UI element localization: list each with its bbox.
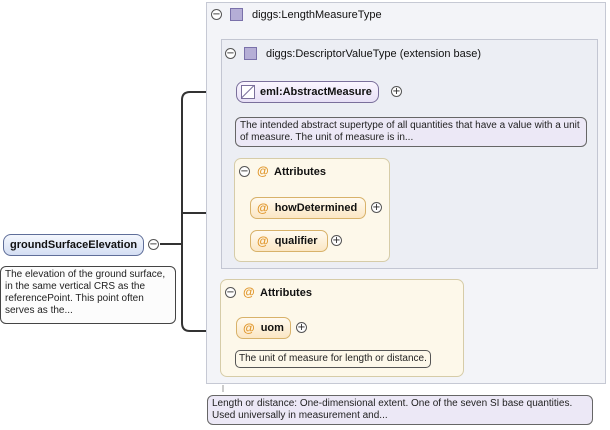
expand-icon[interactable]: + [371, 202, 382, 213]
root-type-label: diggs:LengthMeasureType [252, 9, 382, 21]
abstract-element-icon [241, 85, 255, 99]
complex-type-icon [244, 47, 257, 60]
ground-surface-elevation-element[interactable]: groundSurfaceElevation [3, 234, 145, 256]
attribute-label: uom [260, 322, 284, 334]
collapse-toggle-icon[interactable]: − [225, 287, 236, 298]
collapse-toggle-icon[interactable]: − [225, 48, 236, 59]
abstract-element-label: eml:AbstractMeasure [260, 86, 372, 98]
attribute-icon: @ [243, 321, 255, 335]
attribute-label: howDetermined [274, 202, 358, 214]
inner-attributes-title: Attributes [274, 166, 326, 178]
element-annotation: The elevation of the ground surface, in … [0, 266, 176, 324]
attribute-icon: @ [257, 201, 269, 215]
complex-type-icon [230, 8, 243, 21]
expand-icon[interactable]: + [331, 235, 342, 246]
abstract-measure-element[interactable]: eml:AbstractMeasure [236, 81, 379, 103]
root-type-annotation: Length or distance: One-dimensional exte… [207, 395, 593, 425]
outer-attributes-title: Attributes [260, 287, 312, 299]
attribute-icon: @ [243, 285, 255, 299]
expand-icon[interactable]: + [391, 86, 402, 97]
base-type-label: diggs:DescriptorValueType (extension bas… [266, 48, 482, 60]
abstract-element-annotation: The intended abstract supertype of all q… [235, 117, 587, 147]
attribute-how-determined[interactable]: @ howDetermined [250, 197, 366, 219]
expand-icon[interactable]: + [296, 322, 307, 333]
attribute-icon: @ [257, 234, 269, 248]
attribute-label: qualifier [274, 235, 318, 247]
attribute-uom[interactable]: @ uom [236, 317, 291, 339]
attribute-icon: @ [257, 164, 269, 178]
attribute-qualifier[interactable]: @ qualifier [250, 230, 328, 252]
collapse-toggle-icon[interactable]: − [239, 166, 250, 177]
collapse-toggle-icon[interactable]: − [148, 239, 159, 250]
uom-annotation: The unit of measure for length or distan… [235, 350, 431, 368]
collapse-toggle-icon[interactable]: − [211, 9, 222, 20]
